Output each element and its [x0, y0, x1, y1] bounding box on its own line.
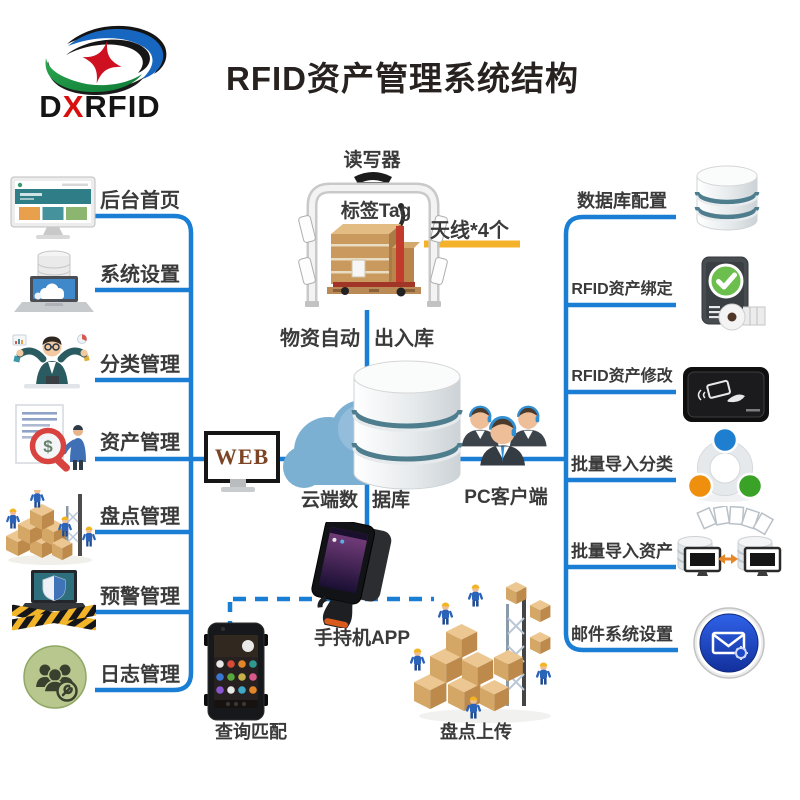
asset-magnifier-icon: $: [12, 404, 98, 474]
cloud-db-label-left: 云端数: [300, 490, 358, 511]
left-label-category-management: 分类管理: [100, 354, 180, 376]
dollar-badge: $: [43, 437, 53, 456]
query-match-label: 查询匹配: [215, 722, 287, 742]
db-sync-monitors-icon: [672, 506, 786, 590]
antenna-label: 天线*4个: [430, 220, 509, 242]
cloud-db-label-right: 据库: [372, 490, 411, 511]
tag-label: 标签Tag: [340, 201, 412, 222]
page-title: RFID资产管理系统结构: [226, 60, 579, 97]
right-bracket-line: [563, 214, 678, 653]
web-label: WEB: [214, 444, 270, 469]
right-label-batch-import-assets: 批量导入资产: [571, 542, 673, 561]
in-out-warehouse-label: 出入库: [374, 328, 434, 350]
inventory-boxes-icon: [4, 490, 100, 566]
brand-x: X: [62, 89, 85, 124]
pc-client-label: PC客户端: [464, 487, 548, 508]
antenna-paddles-icon: [298, 215, 448, 285]
left-label-system-settings: 系统设置: [100, 264, 180, 286]
cloud-database-icon: [278, 355, 464, 507]
logo-swirl-icon: [36, 22, 168, 96]
mail-button-icon: [692, 606, 766, 680]
smartphone-icon: [203, 622, 269, 722]
phone-check-label-icon: [686, 256, 768, 336]
left-label-backend-home: 后台首页: [100, 190, 180, 212]
laptop-database-icon: [12, 248, 96, 316]
right-label-rfid-asset-modify: RFID资产修改: [571, 368, 673, 385]
desktop-rfid-reader-icon: [682, 362, 770, 426]
left-label-log-management: 日志管理: [100, 664, 180, 686]
database-icon: [688, 162, 766, 236]
left-label-alert-management: 预警管理: [100, 586, 180, 608]
web-monitor: WEB: [204, 431, 280, 483]
brand-suffix: RFID: [84, 89, 161, 124]
pc-client-people-icon: [458, 400, 554, 486]
brand-prefix: D: [39, 89, 63, 124]
left-label-inventory-management: 盘点管理: [100, 506, 180, 528]
material-auto-label: 物资自动: [280, 328, 360, 350]
left-label-asset-management: 资产管理: [100, 432, 180, 454]
cycle-balls-icon: [686, 426, 764, 504]
cloud-db-cylinder-icon: [351, 360, 463, 490]
left-bracket-line: [95, 213, 194, 693]
alert-shield-laptop-icon: [12, 568, 96, 636]
category-person-icon: [10, 330, 94, 394]
handheld-app-label: 手持机APP: [313, 628, 411, 649]
dashboard-monitor-icon: [10, 176, 96, 240]
reader-label: 读写器: [343, 150, 401, 171]
rfid-gate-icon: [297, 170, 449, 314]
app-grid-icon: [216, 660, 257, 694]
brand-text: DXRFID: [14, 89, 186, 125]
right-label-database-config: 数据库配置: [577, 191, 667, 211]
right-label-batch-import-category: 批量导入分类: [571, 455, 673, 474]
right-label-mail-system-settings: 邮件系统设置: [571, 625, 673, 644]
log-users-icon: [22, 644, 88, 712]
web-monitor-base: [221, 487, 255, 492]
web-monitor-stand: [230, 479, 246, 487]
handheld-terminal-icon: [292, 522, 400, 628]
right-label-rfid-asset-bind: RFID资产绑定: [571, 281, 673, 298]
inventory-upload-label: 盘点上传: [440, 722, 512, 742]
upload-boxes-icon: [410, 578, 566, 726]
